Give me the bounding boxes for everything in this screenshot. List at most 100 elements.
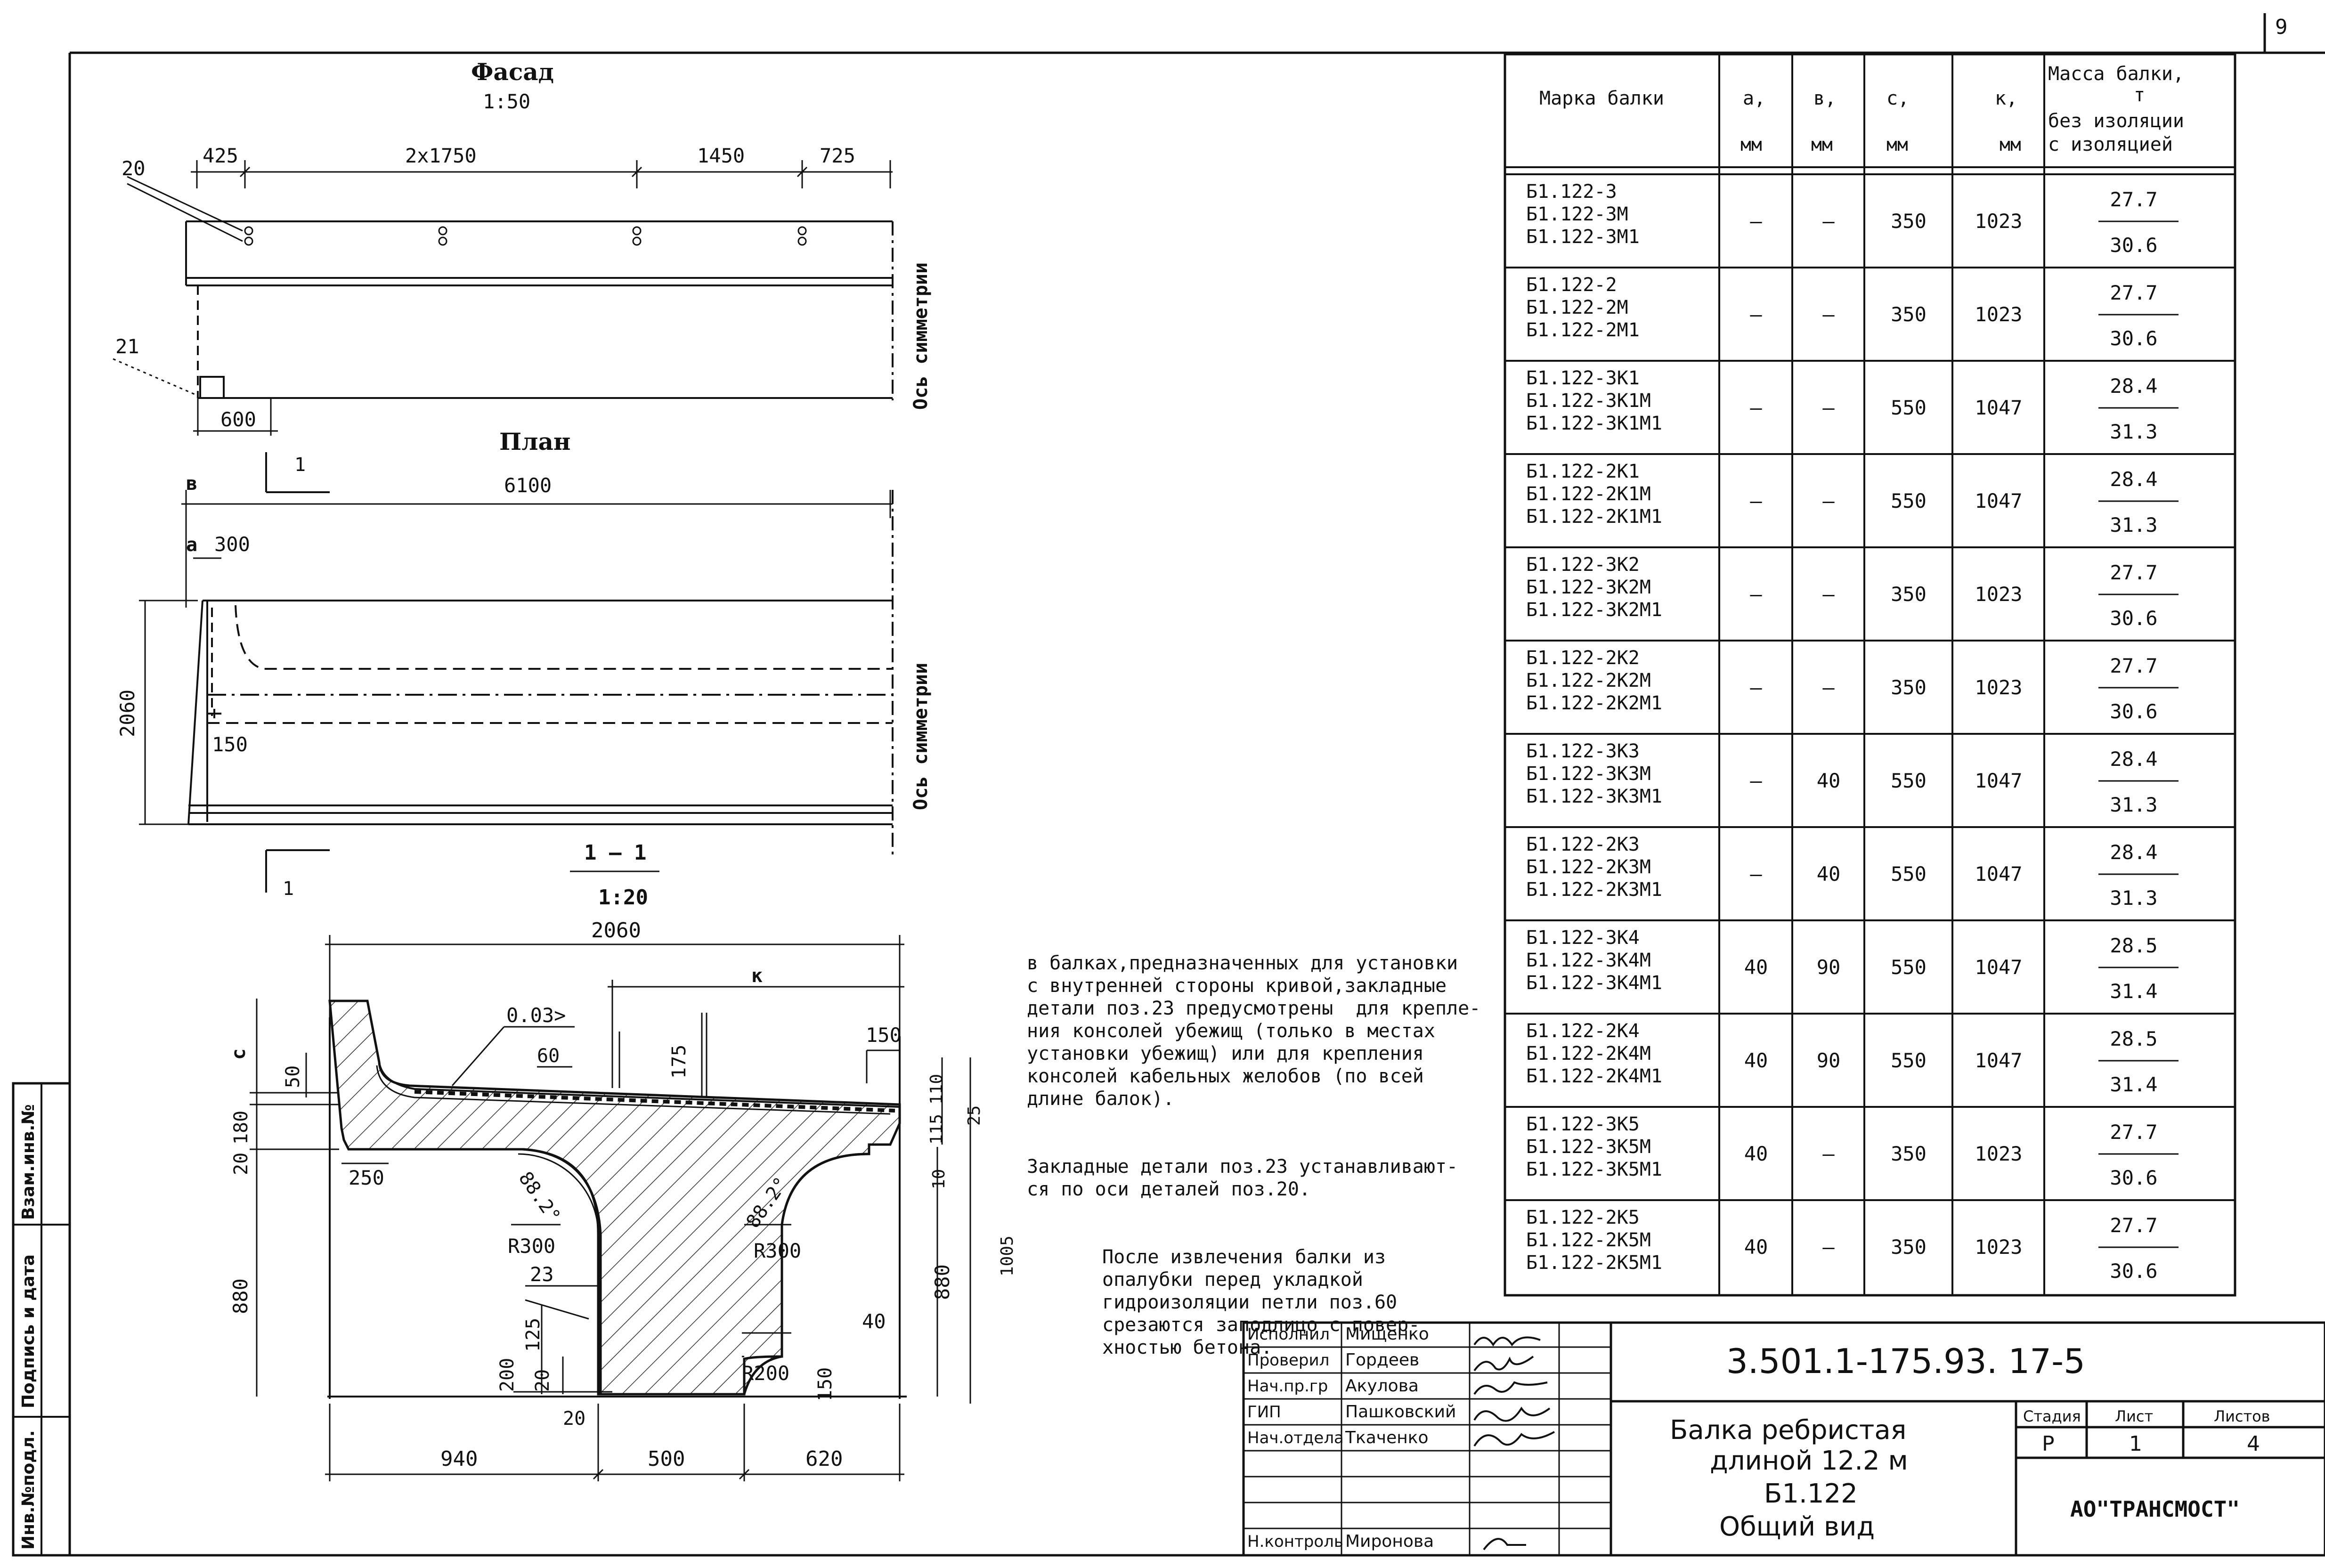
plan-dim-a: а	[186, 534, 197, 556]
cell-b: —	[1822, 210, 1835, 233]
table-header-b: в,	[1813, 88, 1836, 109]
beam-mark: Б1.122-2К4М1	[1526, 1065, 1662, 1087]
table-header-unit-k: мм	[2000, 134, 2021, 155]
beam-mark: Б1.122-2М1	[1526, 319, 1640, 341]
beam-mark: Б1.122-2К4М	[1526, 1043, 1651, 1064]
section-dim-25: 25	[965, 1105, 984, 1126]
section-dim-10: 10	[929, 1169, 949, 1189]
plan-dim-150: 150	[212, 733, 248, 756]
title-line-3: Б1.122	[1764, 1479, 1858, 1509]
beam-mark: Б1.122-2М	[1526, 297, 1628, 318]
cell-b: —	[1822, 489, 1835, 512]
beam-mark: Б1.122-3	[1526, 181, 1617, 203]
cell-c: 550	[1891, 396, 1927, 419]
person-role: Исполнил	[1247, 1325, 1330, 1344]
section-dim-180: 180	[230, 1111, 252, 1145]
note-paragraph-2: Закладные детали поз.23 устанавливают- с…	[1027, 1156, 1458, 1200]
beam-mark: Б1.122-3К4М1	[1526, 972, 1662, 994]
plan-dim-300: 300	[214, 533, 250, 556]
cell-k: 1023	[1975, 303, 2022, 326]
sheets-value: 4	[2247, 1432, 2260, 1456]
section-dim-175: 175	[668, 1045, 690, 1079]
facade-pos-20: 20	[122, 157, 146, 180]
beam-mark: Б1.122-2К2М	[1526, 670, 1651, 691]
cell-c: 550	[1891, 956, 1927, 979]
beam-mark: Б1.122-2К2М1	[1526, 692, 1662, 714]
beam-mark: Б1.122-3К3М1	[1526, 786, 1662, 807]
sheet-value: 1	[2129, 1432, 2142, 1456]
plan-section-mark-bottom: 1	[283, 878, 294, 900]
cell-k: 1047	[1975, 862, 2022, 886]
beam-mark: Б1.122-2К1М1	[1526, 506, 1662, 528]
mass-with-insulation: 30.6	[2110, 234, 2157, 257]
cell-a: —	[1750, 489, 1762, 512]
beam-mark: Б1.122-3К2	[1526, 554, 1640, 576]
side-stamp: Инв.№подл. Подпись и дата Взам.инв.№	[12, 1082, 71, 1557]
section-r300-left: R300	[508, 1235, 555, 1258]
mass-with-insulation: 30.6	[2110, 607, 2157, 630]
cell-k: 1023	[1975, 210, 2022, 233]
table-header-a: а,	[1743, 88, 1765, 109]
beam-mark: Б1.122-3М1	[1526, 226, 1640, 248]
facade-dim-600: 600	[220, 408, 256, 431]
cell-a: —	[1750, 583, 1762, 606]
mass-with-insulation: 30.6	[2110, 1259, 2157, 1283]
cell-b: —	[1822, 1142, 1835, 1165]
section-dim-150-bottom: 150	[814, 1367, 836, 1401]
facade-pos-21: 21	[115, 335, 139, 358]
mass-with-insulation: 31.4	[2110, 1073, 2157, 1096]
table-header-c: с,	[1886, 88, 1909, 109]
cell-k: 1023	[1975, 676, 2022, 699]
plan-dim-b: в	[186, 473, 197, 495]
beam-mark: Б1.122-2К4	[1526, 1020, 1640, 1042]
beam-mark: Б1.122-3К4	[1526, 927, 1640, 949]
plan-view: План 1 1 6100 в а 300 2060 150	[116, 428, 932, 900]
cell-c: 350	[1891, 583, 1927, 606]
section-slope: 0.03>	[506, 1004, 566, 1027]
person-name: Ткаченко	[1345, 1428, 1429, 1447]
title-line-2: длиной 12.2 м	[1710, 1446, 1908, 1476]
beam-mark: Б1.122-3К5	[1526, 1113, 1640, 1135]
plan-section-mark-top: 1	[294, 454, 306, 476]
table-header-mark: Марка балки	[1539, 88, 1664, 109]
cell-c: 350	[1891, 1235, 1927, 1259]
section-dim-50: 50	[282, 1065, 304, 1088]
stamp-label-inv: Инв.№подл.	[19, 1430, 38, 1550]
mass-with-insulation: 30.6	[2110, 700, 2157, 723]
facade-view: Фасад 1:50 425 2x1750 1450 725	[113, 58, 932, 436]
cell-a: —	[1750, 862, 1762, 886]
section-pos-23: 23	[530, 1263, 554, 1286]
table-header-mass3: без изоляции	[2048, 110, 2184, 132]
cell-b: 90	[1817, 956, 1841, 979]
section-dim-110: 110	[927, 1074, 946, 1105]
person-name: Акулова	[1345, 1376, 1419, 1396]
section-dim-880-left: 880	[229, 1278, 252, 1314]
cell-k: 1047	[1975, 956, 2022, 979]
mass-with-insulation: 31.4	[2110, 980, 2157, 1003]
cell-a: —	[1750, 769, 1762, 792]
title-line-1: Балка ребристая	[1670, 1415, 1906, 1446]
plan-title: План	[499, 428, 570, 455]
facade-dim-725: 725	[820, 144, 855, 167]
mass-without-insulation: 28.4	[2110, 374, 2157, 398]
beam-cross-section	[328, 999, 901, 1396]
cell-k: 1047	[1975, 769, 2022, 792]
mass-with-insulation: 31.3	[2110, 513, 2157, 536]
beam-mark: Б1.122-3К1М	[1526, 390, 1651, 412]
mass-with-insulation: 31.3	[2110, 420, 2157, 443]
table-header-mass4: с изоляцией	[2048, 134, 2173, 155]
stage-label: Стадия	[2023, 1407, 2081, 1425]
title-line-4: Общий вид	[1719, 1511, 1875, 1542]
section-dim-c: с	[228, 1048, 250, 1060]
cell-a: 40	[1744, 1235, 1768, 1259]
